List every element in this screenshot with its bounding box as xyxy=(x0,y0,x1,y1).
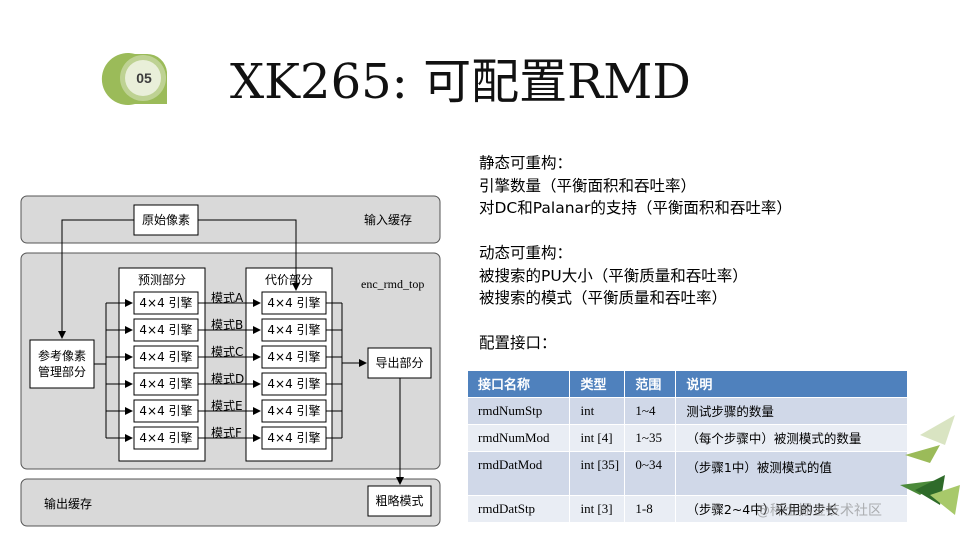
table-cell: rmdDatStp xyxy=(468,494,571,522)
predict-title: 预测部分 xyxy=(137,273,186,287)
cost-engine: 4×4 引擎 xyxy=(267,377,321,391)
predict-engine: 4×4 引擎 xyxy=(139,377,193,391)
info-line: 被搜索的PU大小（平衡质量和吞吐率） xyxy=(479,266,748,285)
mode-label: 模式D xyxy=(211,372,245,386)
input-buffer-label: 输入缓存 xyxy=(364,213,413,227)
cost-engine: 4×4 引擎 xyxy=(267,431,321,445)
table-header-cell: 范围 xyxy=(624,371,677,397)
table-row: rmdNumMod int [4] 1~35 （每个步骤中）被测模式的数量 xyxy=(468,423,908,451)
table-cell: int [35] xyxy=(569,450,626,495)
table-cell: （步骤1中）被测模式的值 xyxy=(675,450,908,495)
output-buffer-label: 输出缓存 xyxy=(44,497,93,511)
info-line: 被搜索的模式（平衡质量和吞吐率） xyxy=(479,289,728,307)
watermark: @稀土掘金技术社区 xyxy=(756,503,882,519)
corner-decoration xyxy=(900,415,960,515)
table-cell: rmdDatMod xyxy=(468,450,571,495)
table-cell: 1-8 xyxy=(624,494,677,522)
table-row: rmdDatMod int [35] 0~34 （步骤1中）被测模式的值 xyxy=(468,450,908,495)
info-line: 引擎数量（平衡面积和吞吐率） xyxy=(479,176,697,195)
reconfig-description: 静态可重构： 引擎数量（平衡面积和吞吐率） 对DC和Palanar的支持（平衡面… xyxy=(479,152,919,355)
table-header-cell: 接口名称 xyxy=(468,371,571,397)
cost-engine: 4×4 引擎 xyxy=(267,404,321,418)
table-cell: （步骤2~4中）采用的步长 xyxy=(675,494,908,522)
slide-number-badge xyxy=(101,53,167,105)
mode-label: 模式E xyxy=(211,399,243,413)
table-cell: 1~35 xyxy=(624,423,677,451)
table-cell: 测试步骤的数量 xyxy=(675,396,908,424)
cost-engine: 4×4 引擎 xyxy=(267,323,321,337)
table-cell: rmdNumMod xyxy=(468,423,571,451)
table-cell: int [3] xyxy=(569,494,626,522)
export-box: 导出部分 xyxy=(375,356,424,370)
cost-engine: 4×4 引擎 xyxy=(267,296,321,310)
table-cell: int [4] xyxy=(569,423,626,451)
table-cell: 0~34 xyxy=(624,450,677,495)
table-header-row: 接口名称 类型 范围 说明 xyxy=(468,371,908,397)
predict-engine: 4×4 引擎 xyxy=(139,296,193,310)
ref-manage-label: 管理部分 xyxy=(37,365,86,379)
config-interface-table: 接口名称 类型 范围 说明 rmdNumStp int 1~4 测试步骤的数量 … xyxy=(468,371,908,522)
slide-number: 05 xyxy=(136,70,152,86)
info-line: 动态可重构： xyxy=(479,244,573,262)
cost-engine: 4×4 引擎 xyxy=(267,350,321,364)
enc-rmd-top-label: enc_rmd_top xyxy=(361,277,425,291)
mode-label: 模式B xyxy=(211,318,244,332)
table-cell: rmdNumStp xyxy=(468,396,571,424)
predict-engine: 4×4 引擎 xyxy=(139,404,193,418)
info-spacer xyxy=(479,310,919,333)
slide-title: XK265: 可配置RMD xyxy=(230,54,691,110)
table-cell: int xyxy=(569,396,626,424)
raw-pixels-box: 原始像素 xyxy=(141,213,190,227)
mode-label: 模式A xyxy=(211,291,244,305)
cost-title: 代价部分 xyxy=(264,273,313,287)
table-cell: （每个步骤中）被测模式的数量 xyxy=(675,423,908,451)
mode-label: 模式C xyxy=(211,345,244,359)
table-row: rmdNumStp int 1~4 测试步骤的数量 xyxy=(468,396,908,424)
predict-engine: 4×4 引擎 xyxy=(139,431,193,445)
table-header-cell: 类型 xyxy=(569,371,626,397)
ref-pixels-label: 参考像素 xyxy=(37,349,86,363)
info-line: 配置接口： xyxy=(479,334,557,352)
info-spacer xyxy=(479,220,919,243)
table-header-cell: 说明 xyxy=(675,371,908,397)
mode-label: 模式F xyxy=(211,426,242,440)
info-line: 静态可重构： xyxy=(479,154,573,172)
table-row: rmdDatStp int [3] 1-8 （步骤2~4中）采用的步长 xyxy=(468,494,908,522)
predict-engine: 4×4 引擎 xyxy=(139,350,193,364)
coarse-mode-box: 粗略模式 xyxy=(375,494,424,508)
table-cell: 1~4 xyxy=(624,396,677,424)
info-line: 对DC和Palanar的支持（平衡面积和吞吐率） xyxy=(479,199,792,217)
predict-engine: 4×4 引擎 xyxy=(139,323,193,337)
